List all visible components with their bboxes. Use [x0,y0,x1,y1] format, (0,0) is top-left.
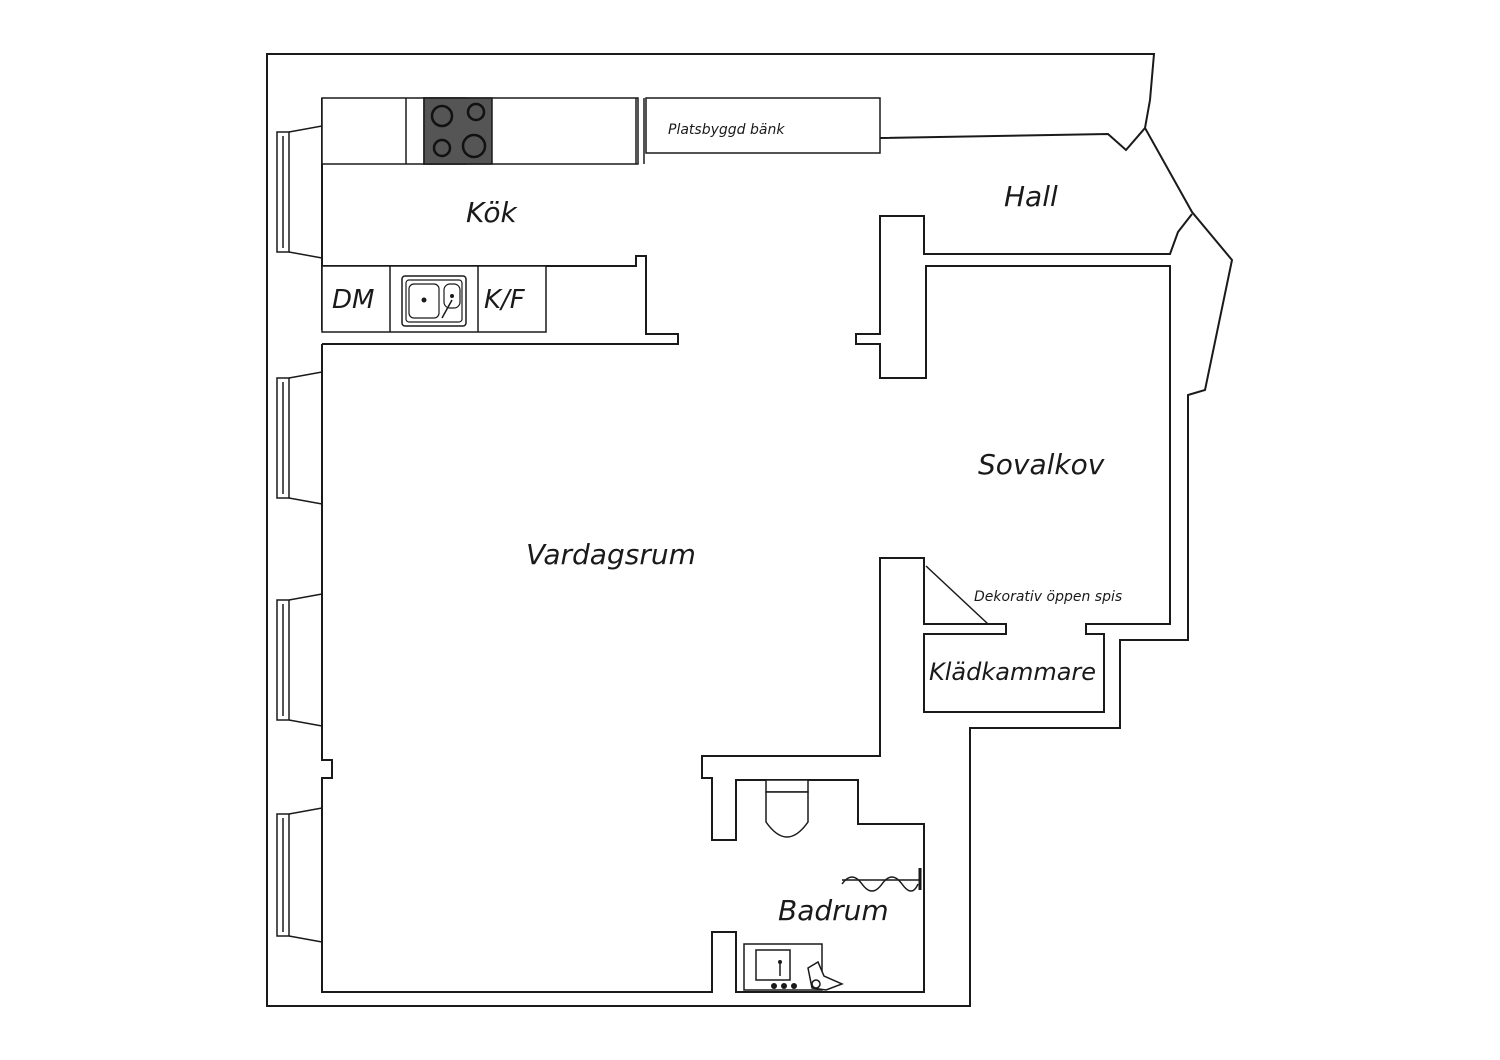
dishwasher-label: DM [332,285,374,315]
stove-burner [466,102,486,122]
built-in-bench-label: Platsbyggd bänk [668,122,785,138]
fireplace-label: Dekorativ öppen spis [974,589,1122,605]
hall-wall [879,127,1146,152]
room-label-hall: Hall [1004,180,1058,213]
inner-wall [321,98,1193,993]
stove-burner [432,138,452,158]
window [276,371,323,505]
washbasin-icon [743,943,844,991]
room-label-kitchen: Kök [466,196,518,229]
stove-burner [461,133,487,159]
room-label-bedroom-alcove: Sovalkov [978,448,1105,481]
towel-radiator-icon [841,868,922,892]
kitchen-wall [322,255,679,345]
fridge-freezer-label: K/F [484,285,526,315]
room-label-living-room: Vardagsrum [526,538,696,571]
stove-burner [430,104,454,128]
window [276,125,323,259]
window [276,593,323,727]
window [276,807,323,943]
fireplace-icon [925,565,989,625]
kitchen-sink-icon [401,275,467,327]
built-in-bench [645,97,881,154]
toilet-icon [765,779,809,838]
room-label-walk-in-closet: Klädkammare [929,658,1096,686]
room-label-bathroom: Badrum [778,894,889,927]
outer-wall [266,53,1234,1007]
